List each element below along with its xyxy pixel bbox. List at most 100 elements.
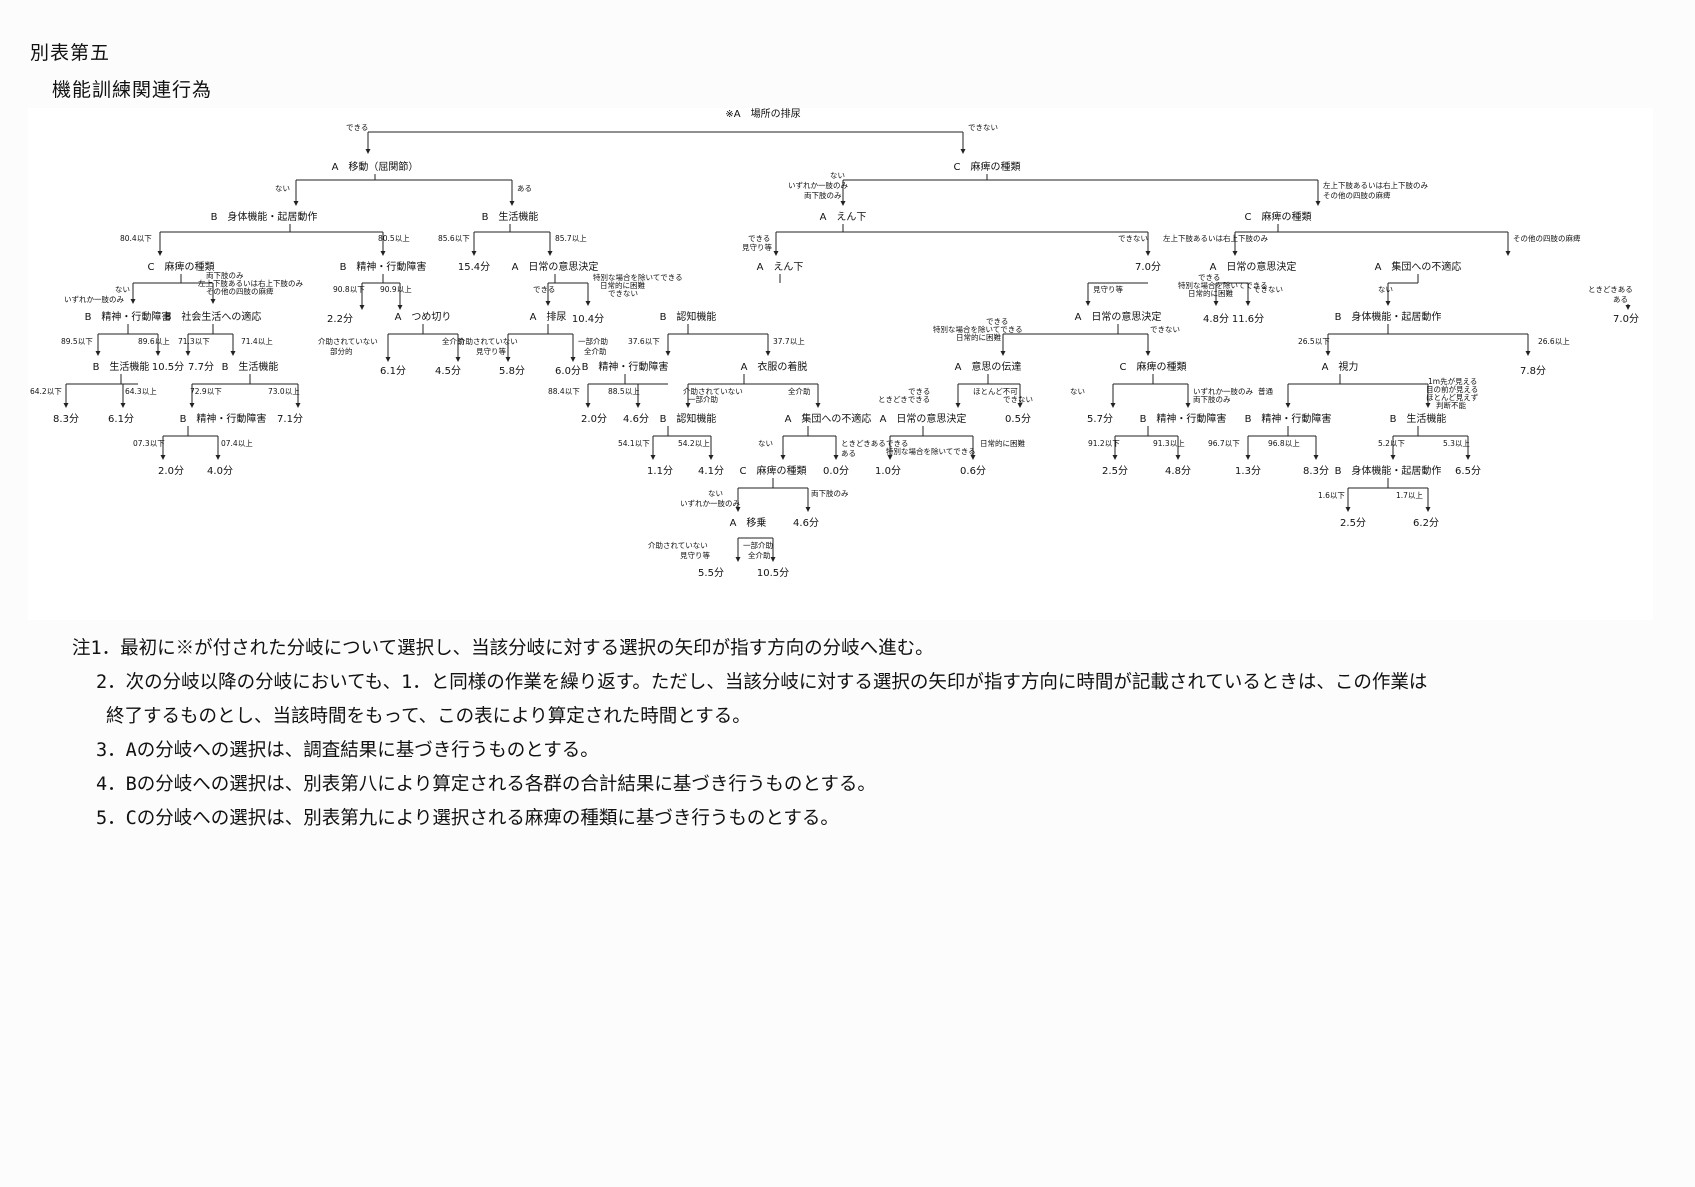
tree-node-n_l3a: C 麻痺の種類 bbox=[148, 260, 215, 273]
arrow-head-icon bbox=[735, 507, 741, 512]
arrow-head-icon bbox=[380, 251, 386, 256]
arrow-head-icon bbox=[397, 305, 403, 310]
notes-section: 注1．最初に※が付された分岐について選択し、当該分岐に対する選択の矢印が指す方向… bbox=[72, 632, 1672, 836]
leaf-time-t12: 5.8分 bbox=[499, 365, 525, 377]
tree-node-n_6g: B 生活機能 bbox=[1390, 412, 1447, 425]
tree-node-n_r3a: A えん下 bbox=[757, 261, 804, 273]
arrow-head-icon bbox=[293, 201, 299, 206]
branch-label-e40: 71.3以下 bbox=[178, 337, 210, 346]
note-4: 4．Bの分岐への選択は、別表第八により算定される各群の合計結果に基づき行うものと… bbox=[96, 774, 876, 795]
branch-label-e16: できない bbox=[1118, 234, 1148, 243]
tree-node-n_4f: A 日常の意思決定 bbox=[1075, 310, 1162, 323]
branch-label-e31: できる bbox=[1198, 273, 1220, 282]
branch-label-e44: 全介助 bbox=[442, 336, 465, 346]
arrow-head-icon bbox=[1232, 251, 1238, 256]
arrow-head-icon bbox=[95, 351, 101, 356]
leaf-time-t35: 2.5分 bbox=[1340, 517, 1366, 529]
arrow-head-icon bbox=[385, 357, 391, 362]
tree-node-n_5g: A 視力 bbox=[1322, 360, 1359, 373]
leaf-time-t8: 10.5分 bbox=[152, 361, 184, 373]
branch-label-e78: 07.3以下 bbox=[133, 439, 165, 448]
branch-label-e39: 89.6以上 bbox=[138, 337, 170, 346]
branch-label-e45: 介助されていない bbox=[458, 336, 518, 346]
tree-node-n_l1: A 移動（屈関節） bbox=[332, 160, 419, 173]
branch-label-e50: 37.7以上 bbox=[773, 337, 805, 346]
arrow-head-icon bbox=[120, 403, 126, 408]
tree-node-n_5e: A 意思の伝達 bbox=[955, 360, 1022, 373]
branch-label-e99: 介助されていない bbox=[648, 540, 708, 550]
tree-node-n_6a: B 精神・行動障害 bbox=[180, 412, 267, 425]
branch-label-e70: ない bbox=[1070, 387, 1085, 396]
leaf-time-t6: 11.6分 bbox=[1232, 313, 1264, 325]
tree-node-n_r3c: A 集団への不適応 bbox=[1375, 260, 1462, 273]
arrow-head-icon bbox=[189, 403, 195, 408]
leaf-time-t25: 4.1分 bbox=[698, 465, 724, 477]
tree-node-n_6d: A 日常の意思決定 bbox=[880, 412, 967, 425]
arrow-head-icon bbox=[840, 201, 846, 206]
leaf-time-t34: 4.6分 bbox=[793, 517, 819, 529]
branch-label-e6: いずれか一肢のみ bbox=[788, 180, 848, 190]
arrow-head-icon bbox=[130, 299, 136, 304]
arrow-head-icon bbox=[359, 305, 365, 310]
note-2-continued: 終了するものとし、当該時間をもって、この表により算定された時間とする。 bbox=[106, 706, 751, 727]
branch-label-e4: ある bbox=[517, 184, 532, 193]
branch-label-e5: ない bbox=[830, 171, 845, 180]
branch-label-e17: 左上下肢あるいは右上下肢のみ bbox=[1163, 233, 1268, 243]
tree-node-n_5c: B 精神・行動障害 bbox=[582, 360, 669, 373]
branch-label-e34: できない bbox=[1253, 285, 1283, 294]
branch-label-e28: 日常的に困難 bbox=[600, 280, 645, 290]
branch-label-e71: いずれか一肢のみ bbox=[1193, 386, 1253, 396]
branch-label-e26: できる bbox=[533, 285, 555, 294]
branch-label-e35: ない bbox=[1378, 285, 1393, 294]
arrow-head-icon bbox=[1185, 403, 1191, 408]
arrow-head-icon bbox=[585, 301, 591, 306]
branch-label-e77: 判断不能 bbox=[1436, 400, 1466, 410]
arrow-head-icon bbox=[960, 149, 966, 154]
arrow-head-icon bbox=[1465, 455, 1471, 460]
arrow-head-icon bbox=[1017, 403, 1023, 408]
arrow-head-icon bbox=[765, 351, 771, 356]
arrow-head-icon bbox=[1175, 455, 1181, 460]
branch-label-e21: 両下肢のみ bbox=[206, 270, 244, 280]
branch-label-e18: その他の四肢の麻痺 bbox=[1513, 233, 1581, 243]
arrow-head-icon bbox=[1313, 455, 1319, 460]
tree-node-n_7a: C 麻痺の種類 bbox=[740, 464, 807, 477]
arrow-head-icon bbox=[1390, 455, 1396, 460]
leaf-time-t3: 7.0分 bbox=[1135, 261, 1161, 273]
tree-node-n_l2b: B 生活機能 bbox=[482, 210, 539, 223]
tree-node-n_5d: A 衣服の着脱 bbox=[741, 360, 808, 373]
tree-node-n_5b: B 生活機能 bbox=[222, 360, 279, 373]
leaf-time-t2: 15.4分 bbox=[458, 261, 490, 273]
leaf-time-t1: 2.2分 bbox=[327, 313, 353, 325]
leaf-time-t36: 6.2分 bbox=[1413, 517, 1439, 529]
decision-tree-svg: ※A 場所の排尿できるできないA 移動（屈関節）C 麻痺の種類ないあるないいずれ… bbox=[30, 108, 1639, 579]
tree-node-n_l2a: B 身体機能・起居動作 bbox=[211, 210, 318, 223]
tree-node-n_l3c: A 日常の意思決定 bbox=[512, 260, 599, 273]
leaf-time-t15: 8.3分 bbox=[53, 413, 79, 425]
branch-label-e2: できない bbox=[968, 123, 998, 132]
tree-node-n_4c: A つめ切り bbox=[395, 311, 452, 323]
leaf-time-t22: 2.0分 bbox=[158, 465, 184, 477]
leaf-time-t5: 4.8分 bbox=[1203, 313, 1229, 325]
leaf-time-t9: 7.7分 bbox=[188, 361, 214, 373]
branch-label-e58: 64.3以上 bbox=[125, 387, 157, 396]
arrow-head-icon bbox=[157, 251, 163, 256]
tree-node-n_8a: A 移乗 bbox=[730, 516, 767, 529]
branch-label-e55: 26.5以下 bbox=[1298, 337, 1330, 346]
branch-label-e14: できる bbox=[748, 234, 770, 243]
tree-node-n_7b: B 身体機能・起居動作 bbox=[1335, 464, 1442, 477]
leaf-time-t33: 6.5分 bbox=[1455, 465, 1481, 477]
tree-node-n_4e: B 認知機能 bbox=[660, 310, 717, 323]
branch-label-e94: ない bbox=[708, 489, 723, 498]
branch-label-e59: 72.9以下 bbox=[190, 387, 222, 396]
arrow-head-icon bbox=[1085, 301, 1091, 306]
leaf-time-t28: 0.6分 bbox=[960, 465, 986, 477]
branch-label-e64: 一部介助 bbox=[688, 394, 718, 404]
branch-label-e81: 54.2以上 bbox=[678, 439, 710, 448]
arrow-head-icon bbox=[970, 455, 976, 460]
branch-label-e67: ときどきできる bbox=[878, 395, 930, 404]
branch-label-e68: ほとんど不可 bbox=[973, 387, 1018, 396]
branch-label-e54: できない bbox=[1150, 325, 1180, 334]
branch-label-e75: 目の前が見える bbox=[1426, 384, 1478, 394]
leaf-time-t11: 4.5分 bbox=[435, 365, 461, 377]
